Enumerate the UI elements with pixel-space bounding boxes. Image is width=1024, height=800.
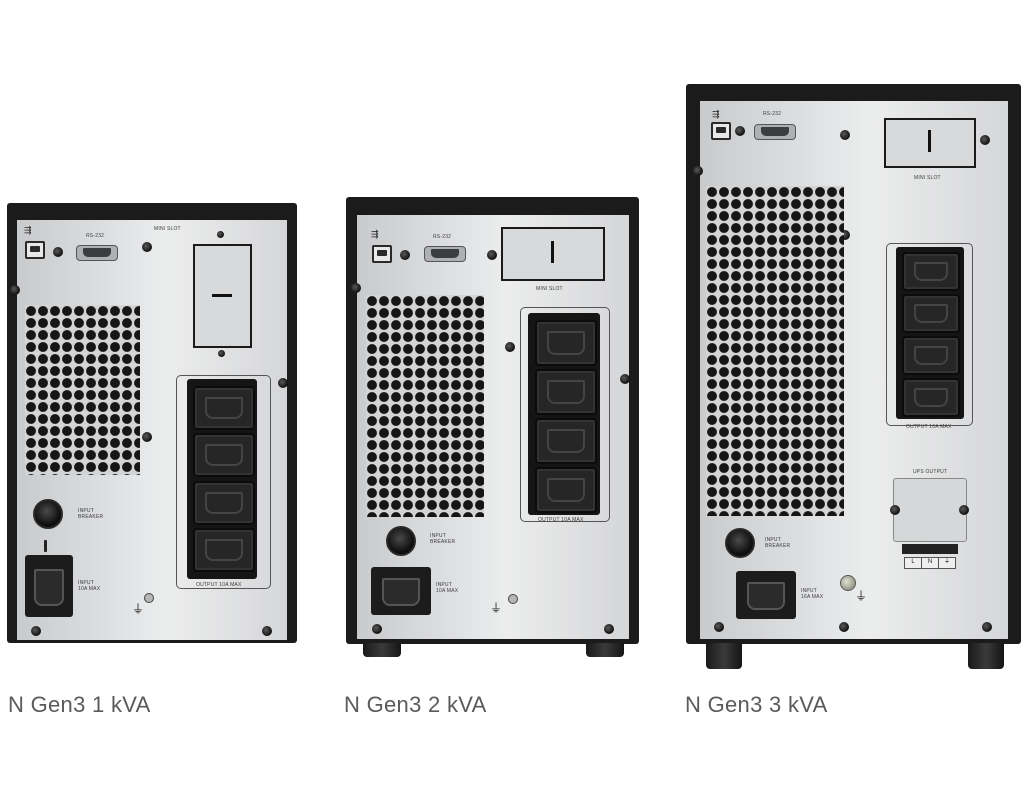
mini-slot-label: MINI SLOT: [536, 286, 563, 292]
product-name: N Gen3 1 kVA: [8, 692, 151, 717]
terminal-block: [902, 544, 958, 554]
screw: [53, 247, 63, 257]
screw: [278, 378, 288, 388]
screw: [142, 242, 152, 252]
outlet-frame: [520, 307, 610, 522]
rubber-foot: [586, 643, 624, 657]
screw: [735, 126, 745, 136]
ventilation-grille: [25, 305, 140, 475]
rs232-label: RS-232: [433, 234, 452, 240]
usb-icon: ⇶: [371, 229, 379, 239]
input-rating-label: INPUT 10A MAX: [436, 582, 459, 594]
iec-outlet: [902, 252, 960, 291]
input-breaker: [386, 526, 416, 556]
mini-slot-label: MINI SLOT: [914, 175, 941, 181]
mini-slot: [501, 227, 605, 281]
ground-icon: ⏚: [132, 602, 145, 616]
iec-outlet: [193, 386, 255, 430]
screw: [218, 350, 225, 357]
rubber-foot: [968, 643, 1004, 669]
screw: [262, 626, 272, 636]
rs232-port: [76, 245, 118, 261]
ground-icon: ⏚: [855, 589, 868, 603]
input-breaker: [33, 499, 63, 529]
input-breaker: [725, 528, 755, 558]
terminal-n: N: [922, 558, 939, 568]
rubber-foot: [363, 643, 401, 657]
screw: [890, 505, 900, 515]
mini-slot: [884, 118, 976, 168]
ground-icon: ⏚: [490, 601, 503, 615]
product-name: N Gen3 3 kVA: [685, 692, 828, 717]
screw: [217, 231, 224, 238]
rs232-label: RS-232: [86, 233, 105, 239]
outlet-frame: [176, 375, 271, 589]
usb-icon: ⇶: [712, 109, 720, 119]
rubber-foot: [706, 643, 742, 669]
iec-outlet: [535, 369, 597, 415]
ventilation-grille: [706, 186, 844, 516]
screw: [400, 250, 410, 260]
usb-port: [25, 241, 45, 259]
iec-outlet: [193, 481, 255, 525]
rs232-label: RS-232: [763, 111, 782, 117]
output-rating-label: OUTPUT 10A MAX: [196, 582, 242, 588]
input-rating-label: INPUT 10A MAX: [78, 580, 101, 592]
input-breaker-label: INPUT BREAKER: [430, 533, 456, 545]
iec-outlet: [535, 320, 597, 366]
iec-outlet: [535, 418, 597, 464]
output-rating-label: OUTPUT 10A MAX: [538, 517, 584, 523]
usb-port: [711, 122, 731, 140]
screw: [31, 626, 41, 636]
screw: [840, 575, 856, 591]
screw: [44, 540, 47, 552]
terminal-ground: ⏚: [943, 559, 950, 565]
iec-outlet: [902, 294, 960, 333]
power-inlet: [25, 555, 73, 617]
ups-output-terminal: [893, 478, 967, 542]
screw: [840, 230, 850, 240]
input-breaker-label: INPUT BREAKER: [78, 508, 104, 520]
ups-output-label: UPS OUTPUT: [913, 469, 948, 475]
outlet-frame: [886, 243, 973, 426]
rs232-port: [424, 246, 466, 262]
screw: [982, 622, 992, 632]
iec-outlet: [535, 467, 597, 513]
screw: [604, 624, 614, 634]
screw: [351, 283, 361, 293]
terminal-strip: L N ⏚: [904, 557, 956, 569]
screw: [980, 135, 990, 145]
input-rating-label: INPUT 16A MAX: [801, 588, 824, 600]
screw: [840, 130, 850, 140]
ventilation-grille: [366, 295, 484, 517]
screw: [142, 432, 152, 442]
power-inlet: [736, 571, 796, 619]
screw: [620, 374, 630, 384]
screw: [959, 505, 969, 515]
screw: [839, 622, 849, 632]
output-rating-label: OUTPUT 10A MAX: [906, 424, 952, 430]
rs232-port: [754, 124, 796, 140]
mini-slot: [193, 244, 252, 348]
iec-outlet: [902, 378, 960, 417]
screw: [693, 166, 703, 176]
product-name: N Gen3 2 kVA: [344, 692, 487, 717]
usb-icon: ⇶: [24, 225, 32, 235]
input-breaker-label: INPUT BREAKER: [765, 537, 791, 549]
iec-outlet: [193, 433, 255, 477]
terminal-l: L: [905, 558, 922, 568]
mini-slot-label: MINI SLOT: [154, 226, 181, 232]
screw: [508, 594, 518, 604]
screw: [144, 593, 154, 603]
screw: [372, 624, 382, 634]
screw: [487, 250, 497, 260]
power-inlet: [371, 567, 431, 615]
usb-port: [372, 245, 392, 263]
screw: [714, 622, 724, 632]
screw: [505, 342, 515, 352]
screw: [10, 285, 20, 295]
iec-outlet: [193, 528, 255, 572]
iec-outlet: [902, 336, 960, 375]
